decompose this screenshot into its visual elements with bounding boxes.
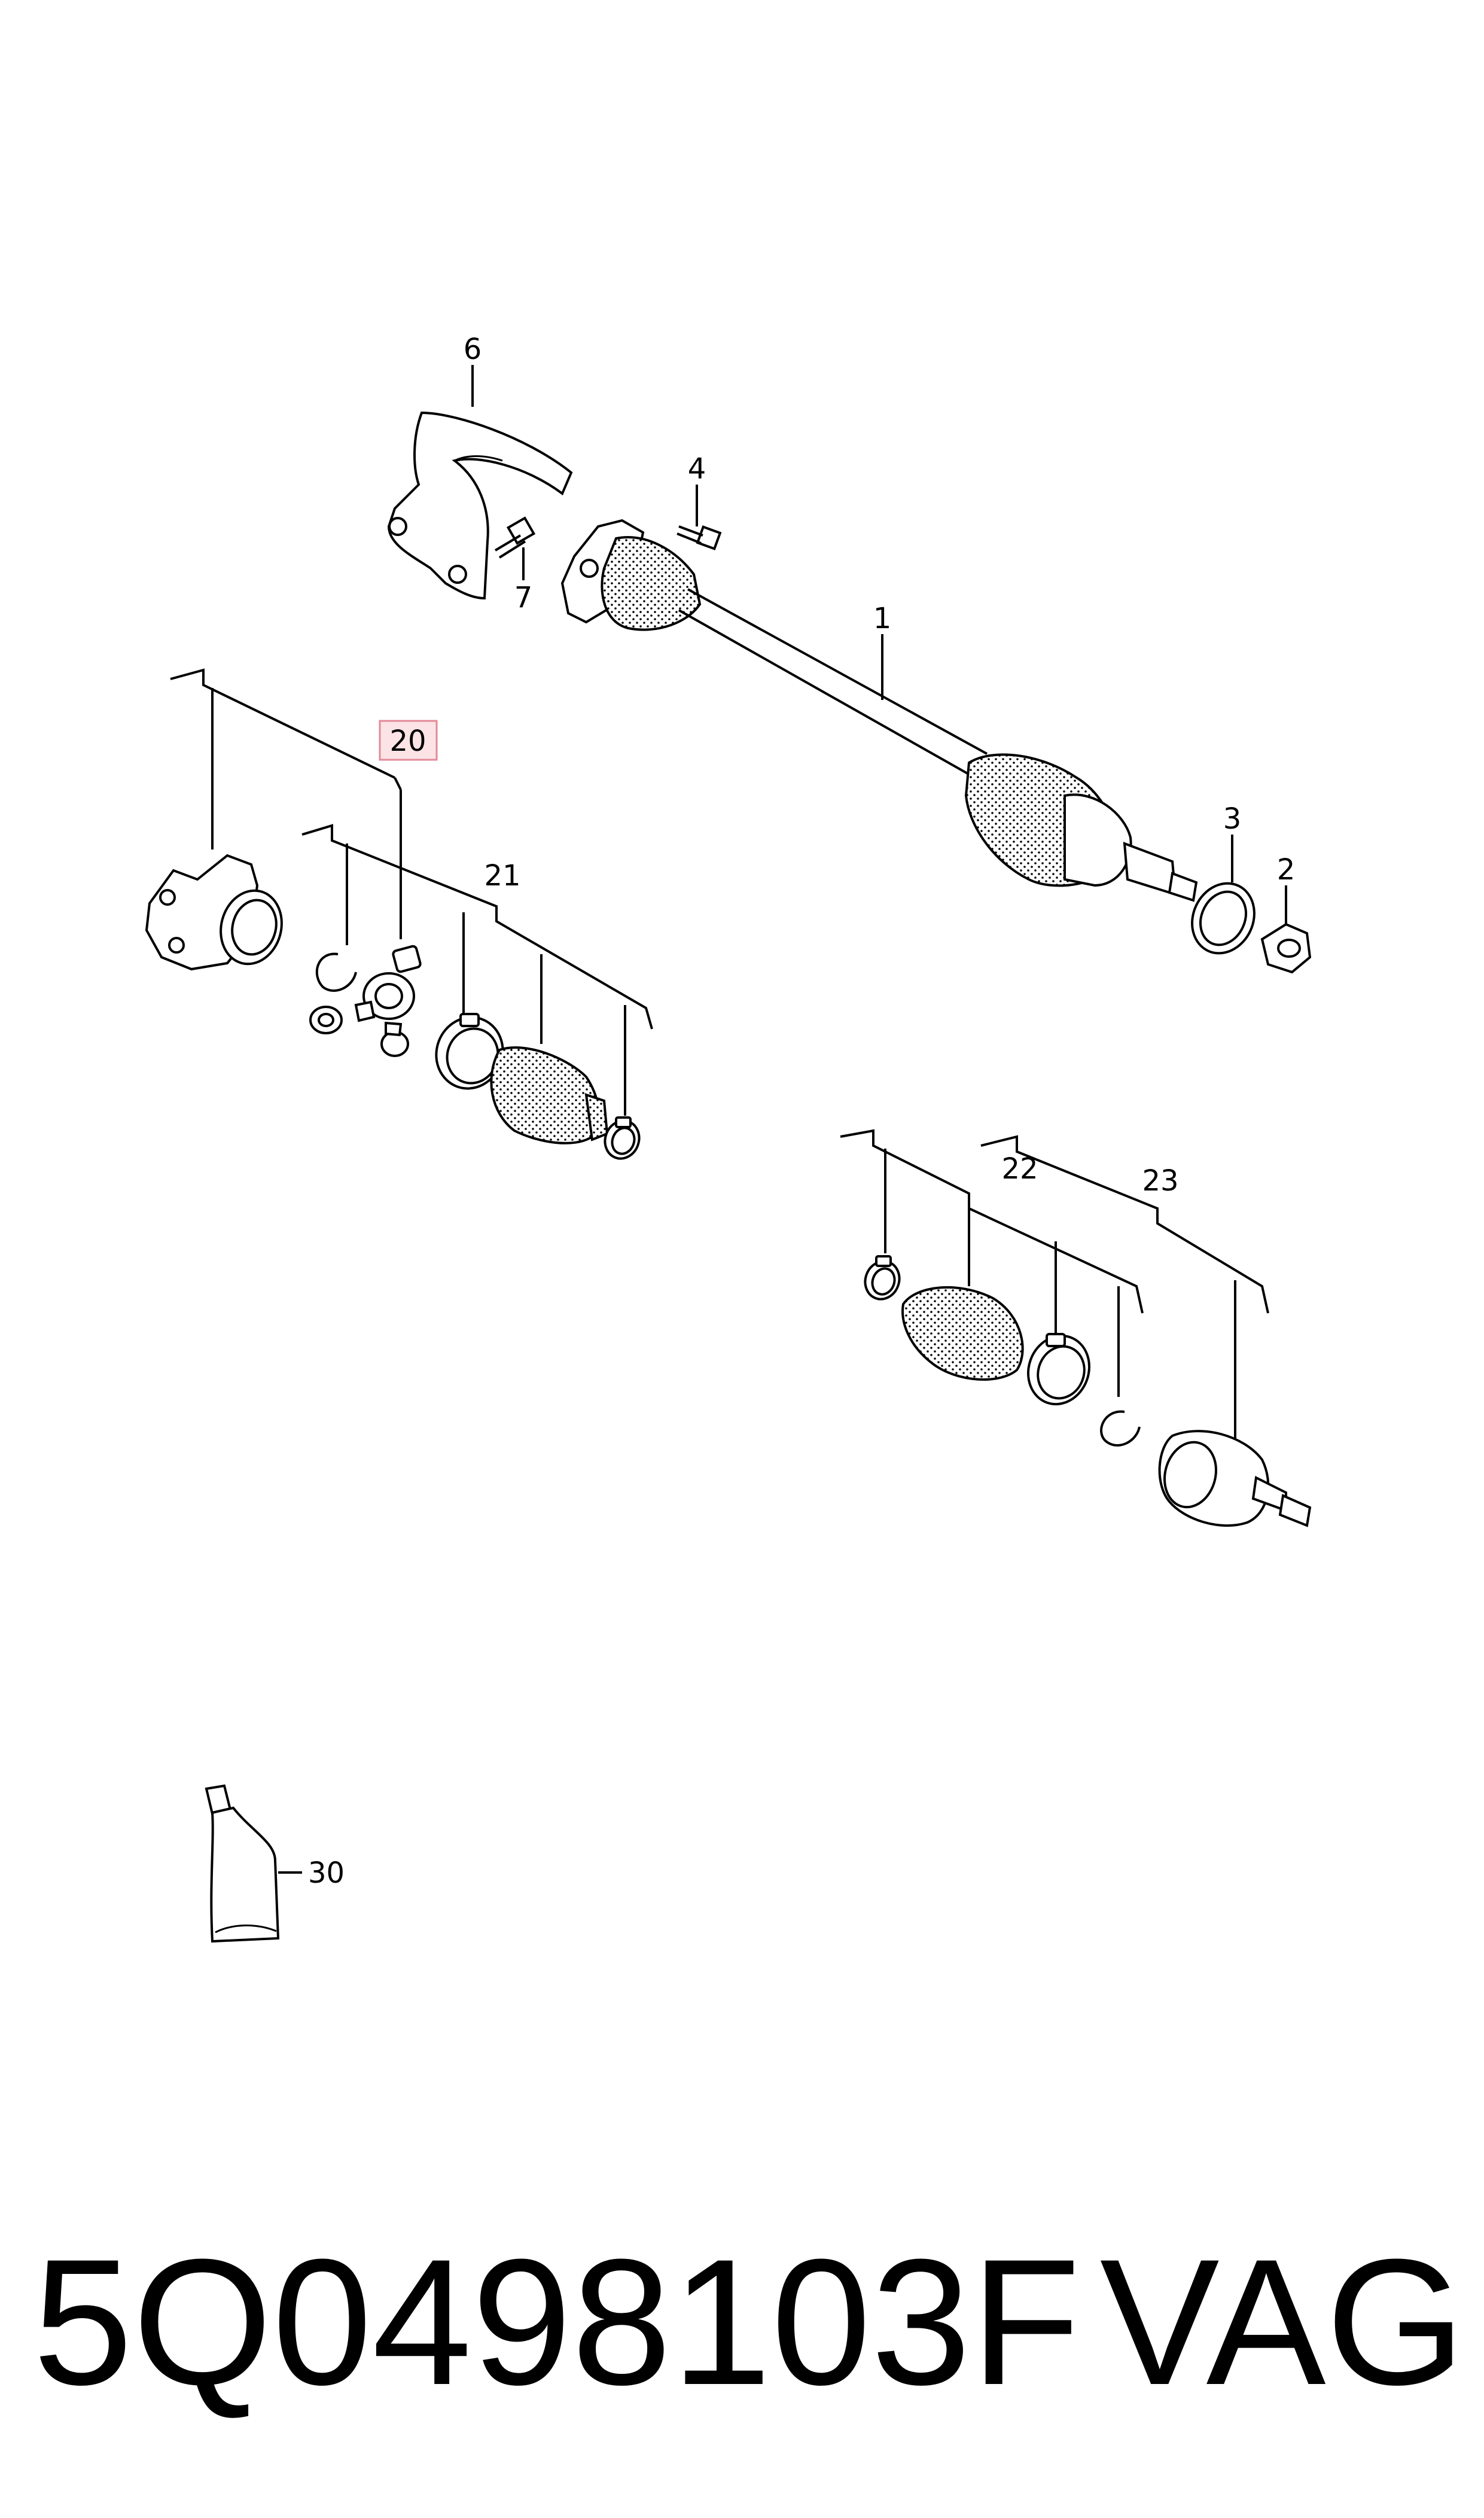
brand-text: VAG bbox=[1100, 2221, 1465, 2422]
callout-6: 6 bbox=[464, 333, 482, 366]
outer-boot-clamp-small-part bbox=[864, 1255, 901, 1301]
callout-3: 3 bbox=[1223, 802, 1242, 836]
callout-20: 20 bbox=[389, 724, 426, 758]
boot-clamp-large-part bbox=[435, 1013, 504, 1090]
heat-shield-part bbox=[387, 411, 573, 600]
bracket-21 bbox=[301, 824, 653, 1030]
callout-20-highlight bbox=[379, 720, 438, 761]
bracket-20-tick bbox=[394, 777, 402, 790]
boot-clamp-small-part bbox=[604, 1116, 641, 1160]
callout-7: 7 bbox=[514, 581, 533, 614]
bracket-23 bbox=[980, 1135, 1269, 1314]
nut-part bbox=[1260, 922, 1312, 974]
grease-tube-part bbox=[205, 1784, 280, 1943]
callout-21: 21 bbox=[484, 859, 520, 893]
inner-boot-part bbox=[490, 1046, 600, 1144]
bracket-22 bbox=[840, 1129, 1144, 1314]
inner-joint-housing-part bbox=[145, 854, 283, 971]
callout-2: 2 bbox=[1277, 853, 1296, 887]
tripod-spider-part bbox=[309, 945, 422, 1057]
callout-1: 1 bbox=[873, 602, 892, 635]
bracket-20 bbox=[170, 668, 395, 779]
callout-4: 4 bbox=[688, 452, 706, 486]
outer-boot-part bbox=[901, 1286, 1024, 1381]
drive-shaft-part bbox=[560, 519, 1198, 902]
callout-23: 23 bbox=[1142, 1164, 1178, 1198]
callout-30: 30 bbox=[308, 1856, 345, 1890]
bolt-4-part bbox=[677, 525, 722, 550]
seal-ring-part bbox=[1191, 882, 1256, 955]
bolt-7-part bbox=[494, 516, 536, 559]
circlip-part bbox=[315, 952, 357, 992]
outer-boot-clamp-large-part bbox=[1026, 1333, 1091, 1406]
outer-circlip-part bbox=[1100, 1410, 1141, 1447]
outer-cv-joint-part bbox=[1158, 1430, 1312, 1527]
part-number-text: 5Q0498103F bbox=[33, 2221, 1080, 2422]
